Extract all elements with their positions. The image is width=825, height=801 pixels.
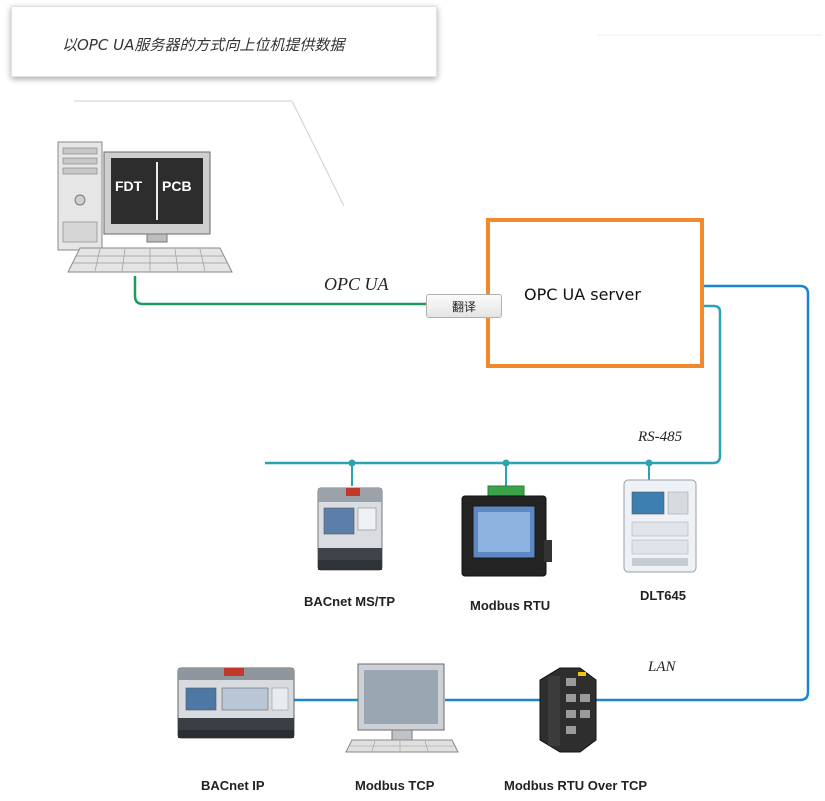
modbus-rtu-meter-icon — [461, 485, 552, 577]
pc-screen-label-right: PCB — [162, 178, 192, 194]
rs485-node-1 — [348, 459, 356, 467]
device-label-bacnet-ip: BACnet IP — [201, 778, 265, 793]
device-label-modbus-rtu-over-tcp: Modbus RTU Over TCP — [504, 778, 648, 793]
lan-link-label: LAN — [648, 659, 676, 675]
opc-ua-server-label: OPC UA server — [524, 285, 641, 304]
rs485-node-2 — [502, 459, 510, 467]
workstation-icon — [57, 141, 233, 273]
bacnet-mstp-device-icon — [317, 487, 383, 571]
modbus-rtu-over-tcp-switch-icon — [539, 667, 597, 753]
opc-ua-line — [133, 276, 426, 306]
callout-text: 以OPC UA服务器的方式向上位机提供数据 — [62, 36, 345, 54]
callout-pointer-diagonal — [291, 100, 345, 207]
device-label-bacnet-mstp: BACnet MS/TP — [304, 594, 395, 609]
modbus-tcp-monitor-icon — [345, 663, 459, 753]
rs485-node-3 — [645, 459, 653, 467]
rs485-bus-line — [265, 304, 722, 465]
device-label-modbus-tcp: Modbus TCP — [355, 778, 435, 793]
device-label-modbus-rtu: Modbus RTU — [470, 598, 551, 613]
bacnet-ip-device-icon — [177, 667, 295, 739]
callout-box — [11, 6, 437, 77]
pc-screen-label-left: FDT — [115, 178, 143, 194]
opc-ua-server-box — [486, 218, 704, 368]
lan-line-right — [596, 284, 810, 702]
device-label-dlt645: DLT645 — [640, 588, 686, 603]
rs485-link-label: RS-485 — [638, 429, 683, 445]
translate-button[interactable]: 翻译 — [426, 294, 502, 318]
opc-ua-link-label: OPC UA — [324, 274, 389, 294]
dlt645-meter-icon — [623, 479, 697, 573]
